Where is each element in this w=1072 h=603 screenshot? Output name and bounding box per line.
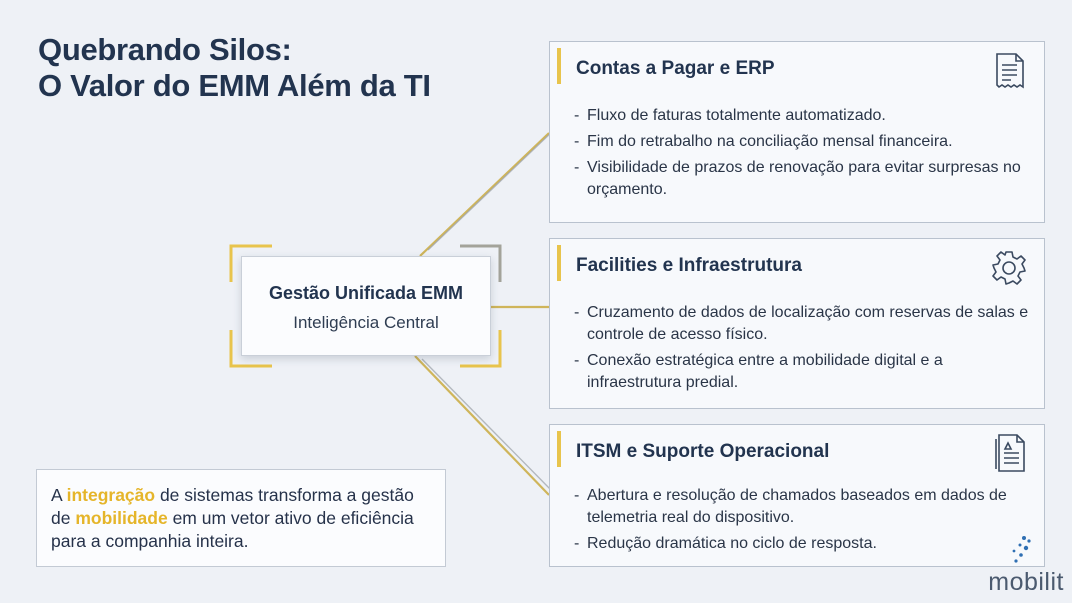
card-accent-bar (557, 245, 561, 281)
card-itsm: ITSM e Suporte Operacional Abertura e re… (549, 424, 1045, 567)
mobilit-logo: mobilit (976, 535, 1068, 597)
connector-to-card-1 (419, 132, 550, 257)
logo-dots-icon (1012, 536, 1031, 563)
list-item: Fim do retrabalho na conciliação mensal … (574, 131, 1034, 153)
list-item: Redução dramática no ciclo de resposta. (574, 533, 1034, 555)
summary-callout: A integração de sistemas transforma a ge… (36, 469, 446, 567)
hub-box: Gestão Unificada EMM Inteligência Centra… (241, 256, 491, 356)
callout-highlight-integracao: integração (66, 485, 156, 505)
card-title: Contas a Pagar e ERP (576, 58, 775, 79)
callout-text: A (51, 485, 67, 505)
card-list: Fluxo de faturas totalmente automatizado… (574, 105, 1034, 205)
hub-title: Gestão Unificada EMM (268, 283, 464, 303)
logo-text: mobilit (988, 568, 1064, 596)
list-item: Abertura e resolução de chamados baseado… (574, 485, 1034, 529)
callout-text: de sistemas transforma a gestão de (51, 485, 414, 528)
invoice-document-icon (994, 52, 1026, 95)
card-facilities: Facilities e Infraestrutura Cruzamento d… (549, 238, 1045, 409)
card-accent-bar (557, 431, 561, 467)
card-contas-a-pagar: Contas a Pagar e ERP Fluxo de faturas to… (549, 41, 1045, 223)
card-list: Abertura e resolução de chamados baseado… (574, 485, 1034, 559)
connector-to-card-3-shadow (421, 358, 554, 493)
gear-icon (990, 249, 1028, 292)
page-title: Quebrando Silos: O Valor do EMM Além da … (38, 32, 431, 104)
callout-highlight-mobilidade: mobilidade (75, 508, 168, 528)
list-item: Conexão estratégica entre a mobilidade d… (574, 350, 1034, 394)
list-item: Cruzamento de dados de localização com r… (574, 302, 1034, 346)
card-title: Facilities e Infraestrutura (576, 255, 802, 276)
list-item: Fluxo de faturas totalmente automatizado… (574, 105, 1034, 127)
connector-to-card-3 (414, 355, 550, 496)
hub-corner-brackets (229, 244, 502, 368)
title-line-2: O Valor do EMM Além da TI (38, 68, 431, 103)
connector-to-card-1-shadow (427, 129, 555, 251)
ticket-document-icon (994, 433, 1028, 478)
hub-subtitle: Inteligência Central (293, 313, 439, 332)
callout-text: em um vetor ativo de eficiência para a c… (51, 508, 414, 551)
card-list: Cruzamento de dados de localização com r… (574, 302, 1034, 398)
title-line-1: Quebrando Silos: (38, 32, 292, 67)
card-title: ITSM e Suporte Operacional (576, 441, 830, 462)
card-accent-bar (557, 48, 561, 84)
list-item: Visibilidade de prazos de renovação para… (574, 157, 1034, 201)
